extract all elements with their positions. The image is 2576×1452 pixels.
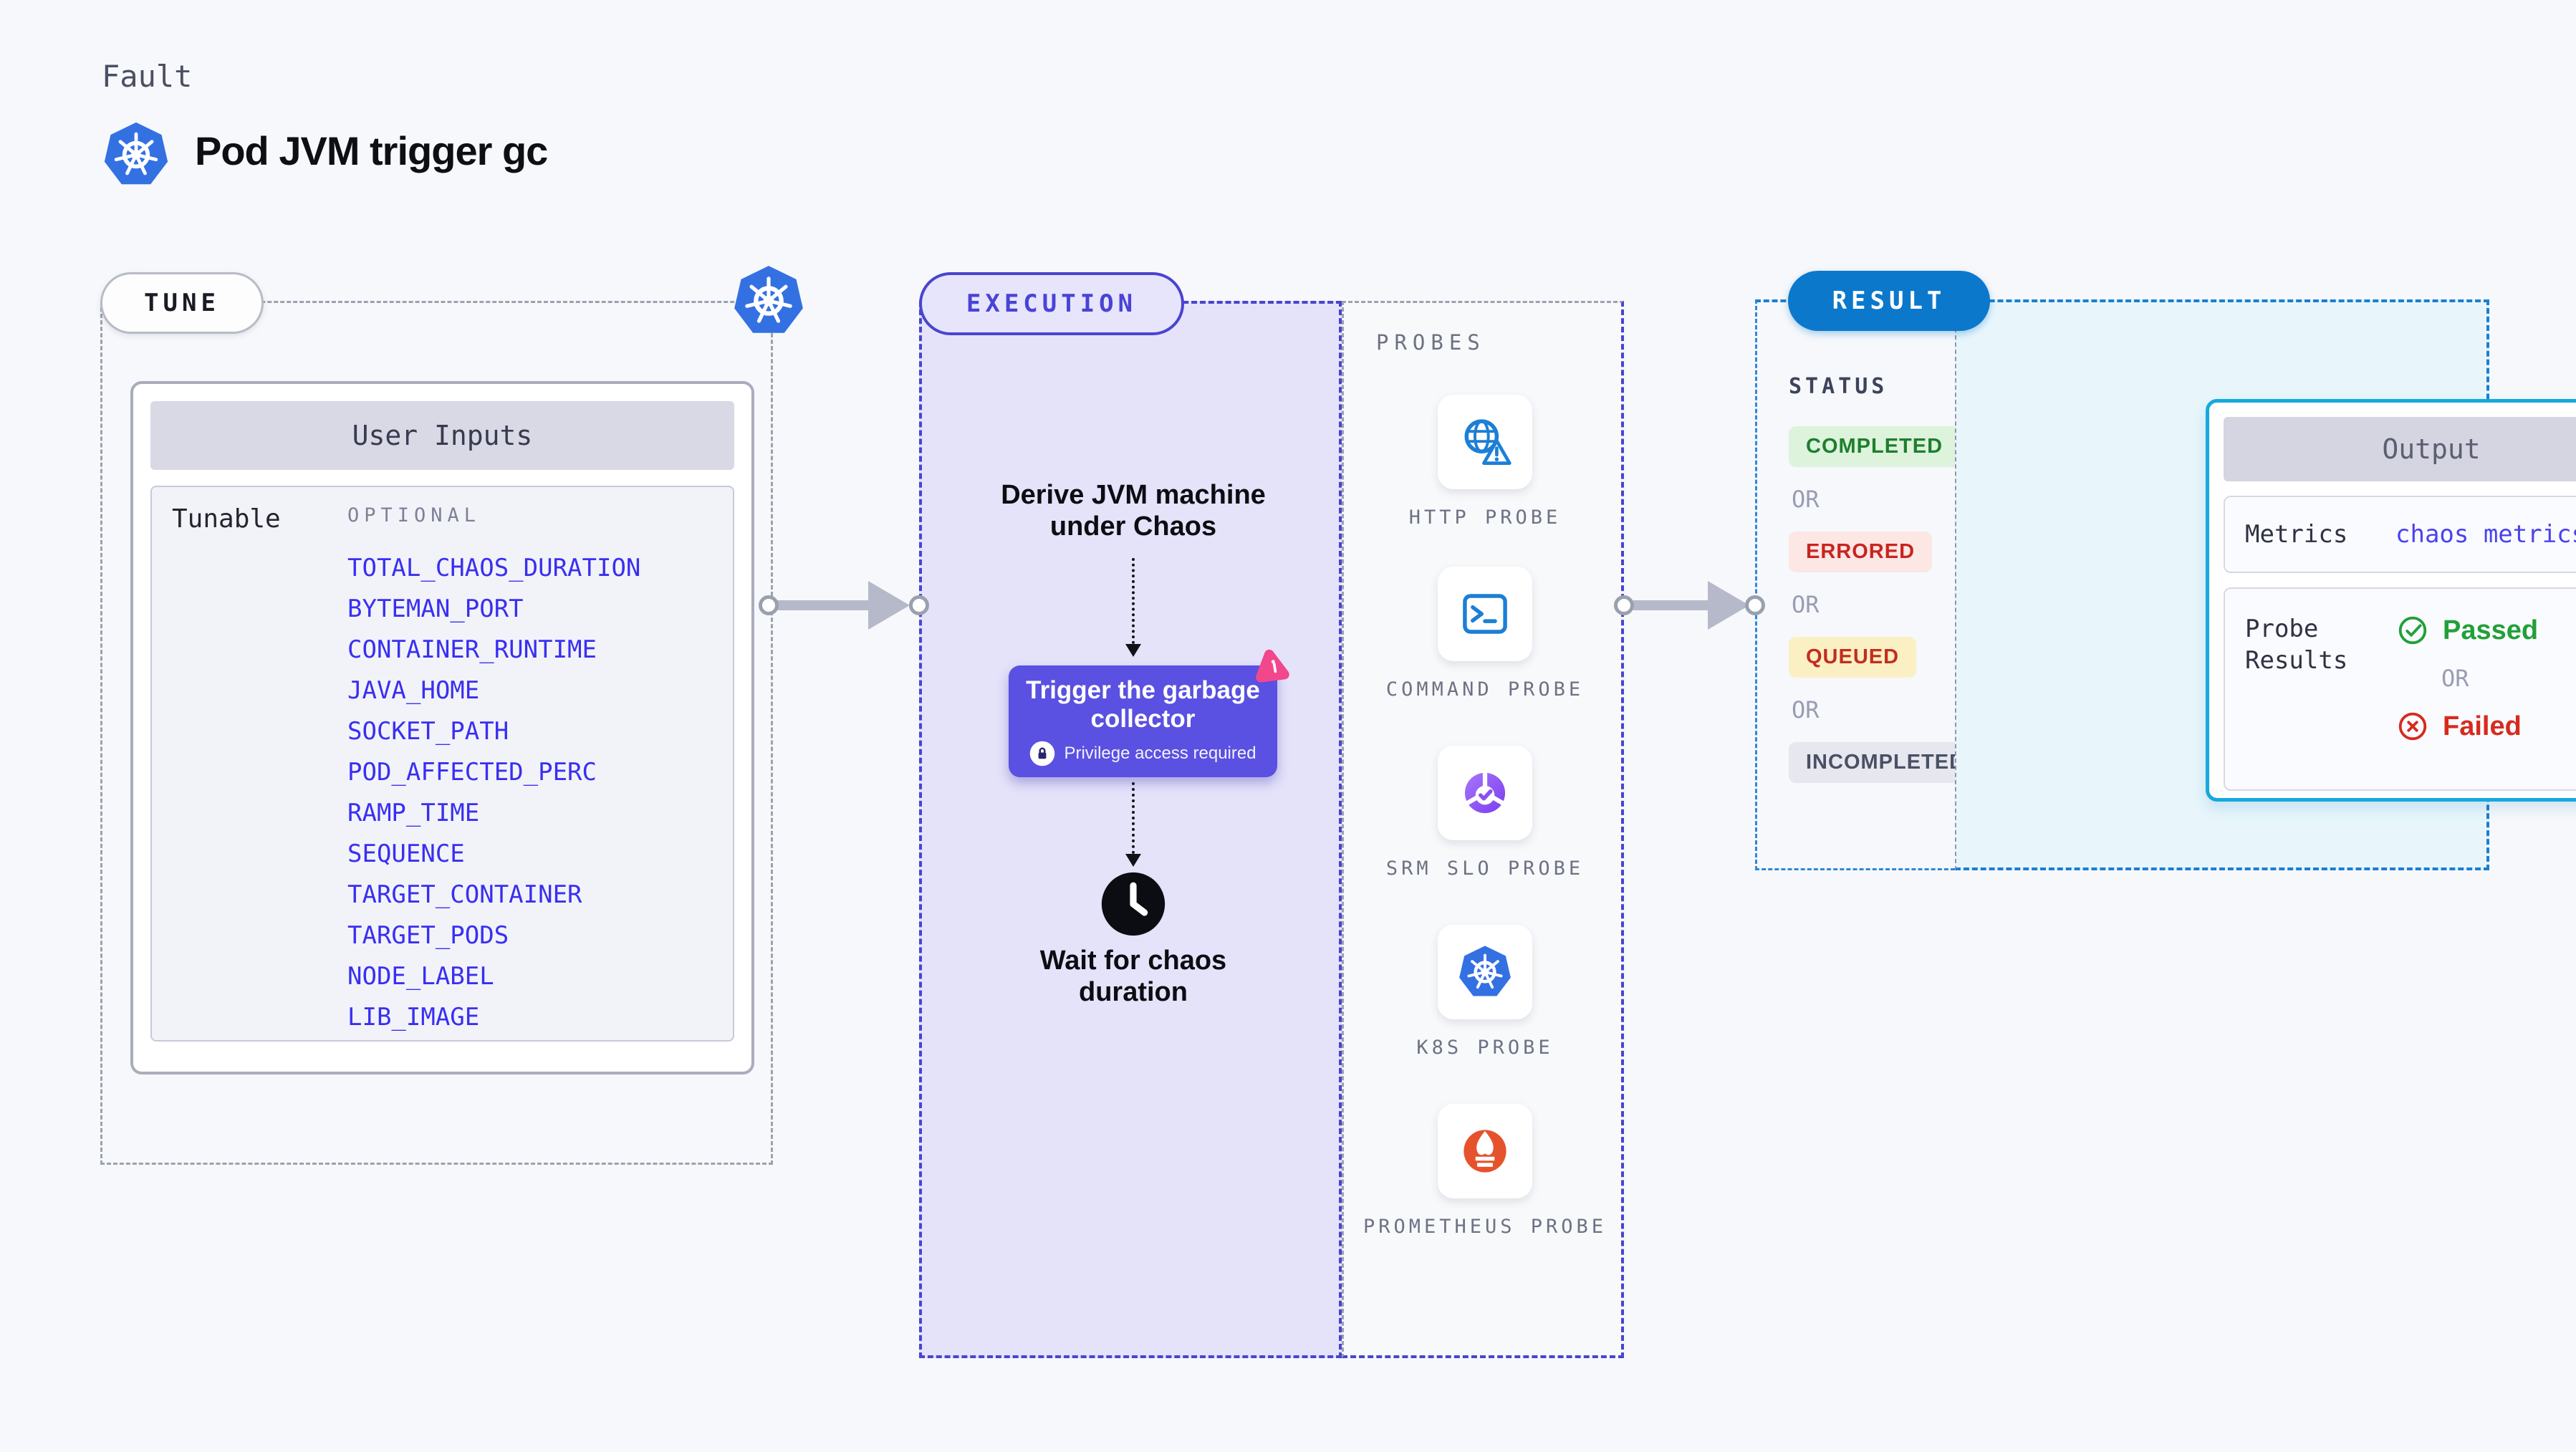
tunable-item[interactable]: TOTAL_CHAOS_DURATION [347,554,641,582]
output-panel-title: Output [2224,417,2576,481]
metrics-row: Metrics chaos metrics [2224,496,2576,573]
connector-dot [1614,595,1634,615]
tunable-item[interactable]: SOCKET_PATH [347,717,509,746]
passed-result: Passed [2395,613,2538,648]
k8s-probe-card[interactable] [1438,925,1532,1019]
tunable-item[interactable]: POD_AFFECTED_PERC [347,758,597,787]
connector-dot [909,595,929,615]
http-probe-card[interactable] [1438,395,1532,489]
execution-badge: EXECUTION [919,272,1184,335]
command-probe-card[interactable] [1438,567,1532,661]
result-section-box: STATUS COMPLETED OR ERRORED OR QUEUED OR… [1755,299,2576,870]
status-badge-queued: QUEUED [1789,637,1917,678]
probes-panel-label: PROBES [1376,330,1486,355]
tune-to-execution-arrow [777,600,872,610]
http-probe-label: HTTP PROBE [1408,506,1562,529]
prometheus-probe-label: PROMETHEUS PROBE [1363,1216,1607,1238]
probes-panel: PROBES HTTP PROBE [1342,301,1624,1358]
or-label: OR [1792,486,1820,513]
status-badge-incompleted: INCOMPLETED [1789,742,1983,783]
failed-result: Failed [2395,709,2538,744]
execution-to-result-arrow [1633,600,1712,610]
or-label: OR [1792,591,1820,618]
status-badge-errored: ERRORED [1789,532,1933,572]
tunable-item[interactable]: RAMP_TIME [347,799,480,827]
failed-label: Failed [2443,711,2522,741]
lock-icon [1030,741,1055,766]
probe-results-values: Passed OR Failed [2395,613,2538,789]
wait-clock-icon [1101,872,1166,936]
tunable-item[interactable]: LIB_IMAGE [347,1003,480,1032]
privilege-note-text: Privilege access required [1064,744,1256,763]
fault-kicker: Fault [102,59,193,94]
user-inputs-title: User Inputs [150,401,734,470]
or-label: OR [1792,696,1820,723]
tune-section-box [100,301,773,1165]
flow-dotted-connector [1132,782,1135,854]
or-label: OR [2441,665,2469,692]
tunable-item[interactable]: CONTAINER_RUNTIME [347,635,597,664]
page-title: Pod JVM trigger gc [195,128,548,173]
tunable-column: OPTIONAL TOTAL_CHAOS_DURATION BYTEMAN_PO… [347,504,640,1040]
tune-badge: TUNE [100,272,264,334]
srm-slo-probe-card[interactable] [1438,746,1532,840]
derive-jvm-step-label: Derive JVM machine under Chaos [1001,480,1266,542]
user-inputs-card: User Inputs Tunable OPTIONAL TOTAL_CHAOS… [130,381,754,1074]
metrics-label: Metrics [2245,520,2348,549]
k8s-probe-icon [1457,944,1513,1000]
connector-dot [1745,595,1765,615]
kubernetes-corner-icon [731,264,806,338]
status-column: STATUS COMPLETED OR ERRORED OR QUEUED OR… [1755,299,1983,870]
k8s-probe-label: K8S PROBE [1416,1037,1554,1059]
probe-results-label: Probe Results [2245,615,2348,675]
flow-arrowhead [1125,854,1141,867]
command-probe-icon [1463,594,1507,634]
http-probe-icon [1464,419,1512,465]
check-circle-icon [2398,616,2427,645]
srm-slo-probe-icon [1464,770,1506,814]
prometheus-probe-icon [1464,1130,1506,1173]
tunable-item[interactable]: SEQUENCE [347,840,465,868]
execution-flow-panel: Derive JVM machine under Chaos Trigger t… [919,301,1342,1358]
prometheus-probe-card[interactable] [1438,1104,1532,1198]
trigger-button-label: Trigger the garbage collector [1026,676,1260,733]
tunable-item[interactable]: JAVA_HOME [347,676,480,705]
tune-to-execution-arrowhead [868,581,910,630]
x-circle-icon [2398,712,2427,741]
tunable-row-label: Tunable [172,504,281,534]
trigger-garbage-collector-button[interactable]: Trigger the garbage collector Privilege … [1009,665,1277,777]
tunable-item[interactable]: TARGET_PODS [347,921,509,950]
wait-step-label: Wait for chaos duration [1039,946,1227,1007]
execution-to-result-arrowhead [1708,581,1749,630]
tunable-item[interactable]: TARGET_CONTAINER [347,880,582,909]
output-panel: Output Metrics chaos metrics Probe Resul… [2206,399,2576,802]
output-area: Output Metrics chaos metrics Probe Resul… [1955,299,2576,870]
srm-slo-probe-label: SRM SLO PROBE [1385,857,1585,880]
command-probe-label: COMMAND PROBE [1385,678,1585,701]
tunable-item[interactable]: BYTEMAN_PORT [347,595,524,623]
status-badge-completed: COMPLETED [1789,426,1961,467]
user-inputs-body: Tunable OPTIONAL TOTAL_CHAOS_DURATION BY… [150,486,734,1042]
privilege-note: Privilege access required [1029,741,1256,766]
execution-section-box: Derive JVM machine under Chaos Trigger t… [919,301,1624,1358]
kubernetes-logo-icon [102,120,170,189]
flow-arrowhead [1125,644,1141,657]
chaos-experiment-icon [1255,649,1289,683]
optional-column-label: OPTIONAL [347,504,481,527]
status-column-label: STATUS [1789,374,1888,399]
flow-dotted-connector [1132,558,1135,644]
metrics-value-link[interactable]: chaos metrics [2395,520,2576,549]
tunable-item[interactable]: NODE_LABEL [347,962,494,991]
connector-dot [759,595,779,615]
probe-results-row: Probe Results Passed OR [2224,587,2576,791]
result-badge: RESULT [1788,271,1990,331]
passed-label: Passed [2443,615,2539,645]
